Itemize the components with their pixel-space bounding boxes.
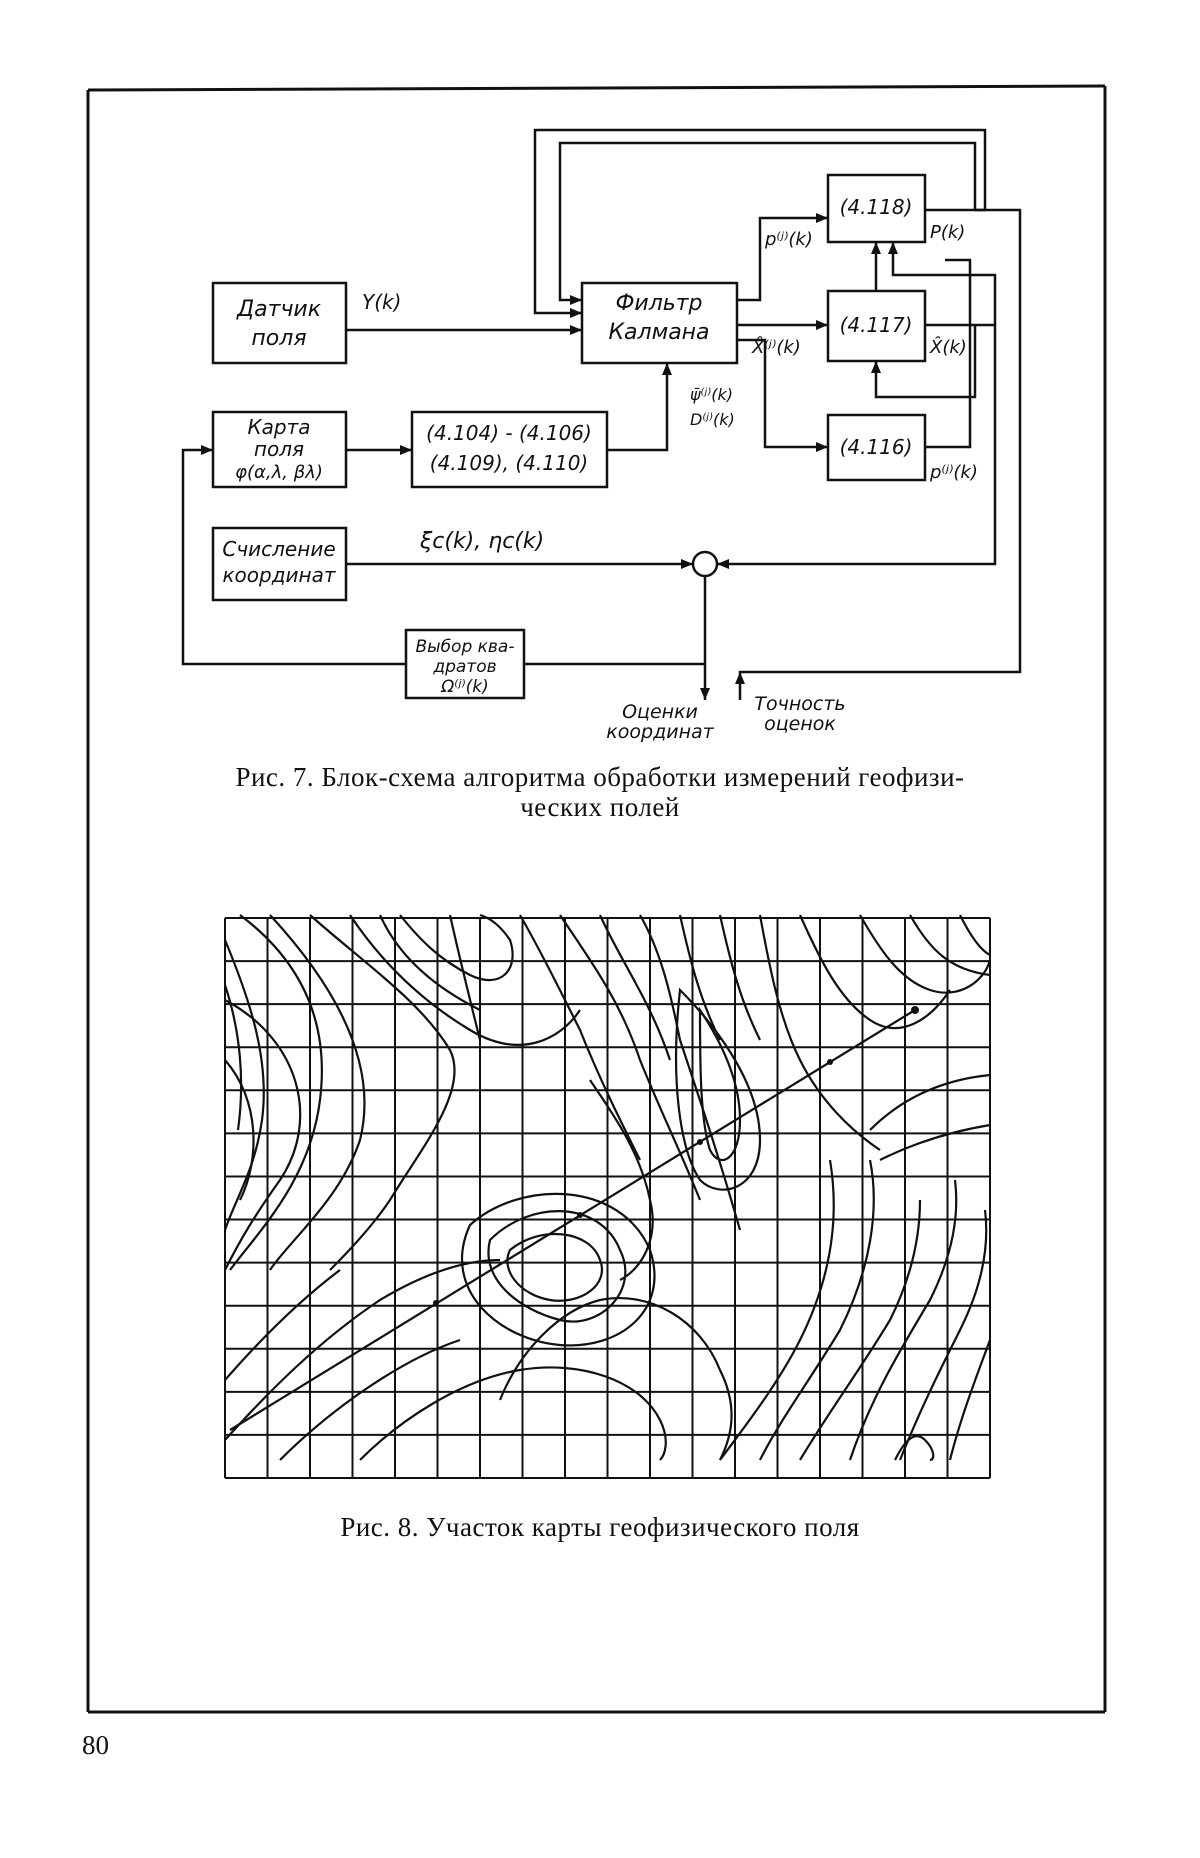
block-116-label: (4.116) <box>840 435 913 459</box>
signal-psi-k: ψ̄⁽ʲ⁾(k) <box>690 385 733 404</box>
page-number: 80 <box>82 1730 109 1761</box>
signal-xi-eta: ξc(k), ηc(k) <box>419 529 544 554</box>
output-coords-1: Оценки <box>622 701 698 723</box>
signal-p-k: P(k) <box>930 222 965 243</box>
block-118-label: (4.118) <box>840 195 913 219</box>
figure8-contour-map <box>225 915 990 1478</box>
choice-label-1: Выбор ква- <box>415 637 514 657</box>
map-label-3: φ(α,λ, βλ) <box>235 462 323 483</box>
figure7-caption-line1: Рис. 7. Блок-схема алгоритма обработки и… <box>120 762 1080 792</box>
signal-p-j-k-out: p⁽ʲ⁾(k) <box>929 462 978 483</box>
signal-p-j-k: p⁽ʲ⁾(k) <box>764 229 813 250</box>
output-accuracy-2: оценок <box>764 713 836 735</box>
choice-label-3: Ω⁽ʲ⁾(k) <box>440 677 488 697</box>
signal-d-k: D⁽ʲ⁾(k) <box>690 410 735 429</box>
page-border <box>88 86 1105 1712</box>
dead-reckoning-label-2: координат <box>222 563 336 587</box>
equations-label-2: (4.109), (4.110) <box>430 451 588 475</box>
block-117-label: (4.117) <box>840 313 913 337</box>
output-coords-2: координат <box>606 721 714 743</box>
sensor-block <box>213 283 346 363</box>
output-accuracy-1: Точность <box>754 693 845 715</box>
signal-x-j-k: X̂⁽ʲ⁾(k) <box>751 337 801 358</box>
summator-node <box>693 552 717 576</box>
figure7-labels: Датчик поля Фильтр Калмана Карта поля φ(… <box>222 195 978 743</box>
kalman-label-1: Фильтр <box>615 291 702 316</box>
figure7-caption: Рис. 7. Блок-схема алгоритма обработки и… <box>120 762 1080 822</box>
sensor-label-2: поля <box>251 326 306 351</box>
map-label-1: Карта <box>247 415 310 439</box>
figure8-caption: Рис. 8. Участок карты геофизического пол… <box>120 1512 1080 1542</box>
kalman-label-2: Калмана <box>608 320 709 345</box>
choice-label-2: дратов <box>432 657 496 677</box>
equations-label-1: (4.104) - (4.106) <box>426 421 592 445</box>
map-label-2: поля <box>254 437 304 461</box>
signal-y-k: Y(k) <box>362 290 401 314</box>
sensor-label-1: Датчик <box>236 297 322 322</box>
figure7-caption-line2: ческих полей <box>120 792 1080 822</box>
signal-x-k: X̂(k) <box>929 337 967 358</box>
dead-reckoning-label-1: Счисление <box>222 537 335 561</box>
